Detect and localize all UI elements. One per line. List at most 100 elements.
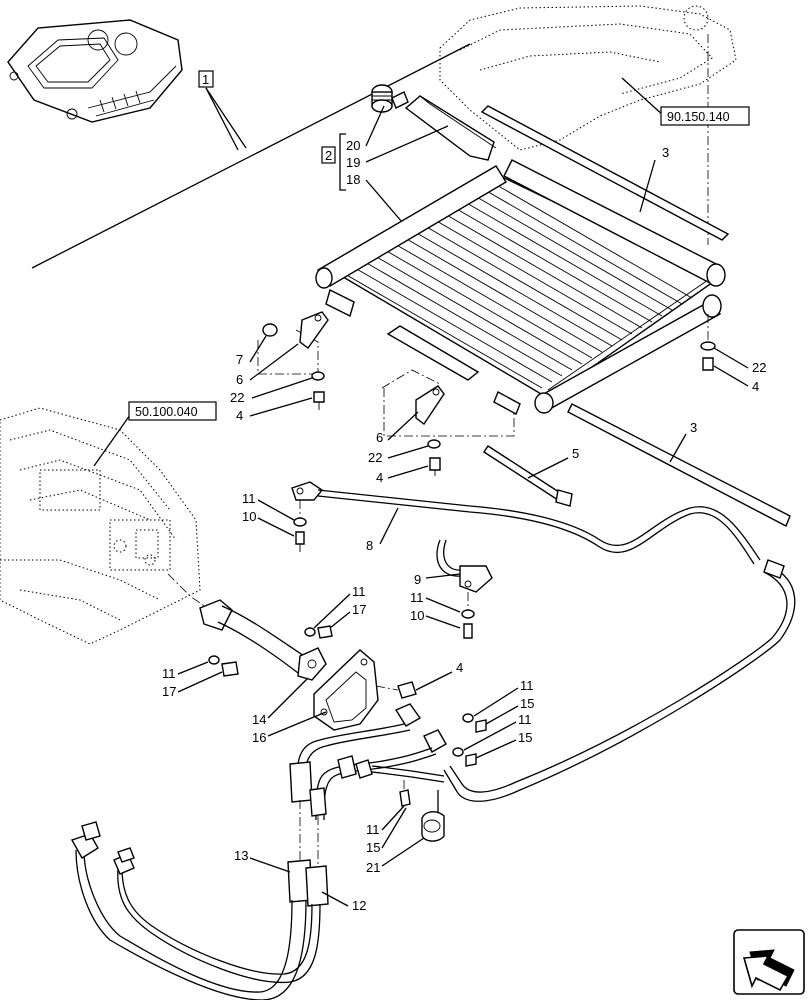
- ref-left: 50.100.040: [135, 405, 198, 419]
- leader-15b: [475, 739, 517, 759]
- callout-13: 13: [234, 848, 248, 863]
- left-bracket-group: [262, 311, 329, 410]
- hose-9: [436, 539, 493, 593]
- washer-bolt-17b: [208, 655, 239, 677]
- leader-11g: [381, 805, 405, 831]
- callout-15a: 15: [520, 696, 534, 711]
- leader-6a: [249, 343, 299, 381]
- callout-11e: 11: [520, 678, 534, 693]
- section-separator: [31, 43, 471, 269]
- dryer-cartridge: [404, 95, 497, 161]
- leader-11c: [313, 593, 351, 629]
- leader-11a: [257, 499, 295, 521]
- callout-11f: 11: [518, 712, 532, 727]
- leader-22a: [251, 377, 313, 399]
- right-washer-bolt: [700, 341, 716, 371]
- leader-4a: [249, 397, 313, 417]
- leader-22c: [387, 445, 429, 459]
- callout-21: 21: [366, 860, 380, 875]
- callout-4d: 4: [456, 660, 463, 675]
- callout-11c: 11: [352, 584, 366, 599]
- callout-3b: 3: [690, 420, 697, 435]
- hvac-box-outline: [0, 407, 201, 645]
- condenser-fins: [337, 179, 693, 389]
- dash-4d: [375, 685, 399, 691]
- callout-17b: 17: [162, 684, 176, 699]
- leader-90: [621, 77, 665, 117]
- nut-11-15: [399, 789, 411, 807]
- leader-16: [267, 711, 327, 737]
- leader-11e: [473, 687, 519, 717]
- bolt-4d: [397, 681, 417, 699]
- cab-floor-outline: [439, 5, 737, 151]
- arrow-icon[interactable]: [733, 929, 805, 995]
- leader-3a: [639, 159, 656, 213]
- callout-3a: 3: [662, 145, 669, 160]
- callout-22c: 22: [368, 450, 382, 465]
- leader-15c: [381, 807, 407, 849]
- center-bracket-group: [415, 385, 445, 476]
- leader-5: [527, 457, 569, 479]
- callout-14: 14: [252, 712, 266, 727]
- leader-18: [365, 179, 403, 223]
- valve-pipe-14: [199, 599, 327, 681]
- leader-11f: [463, 721, 517, 751]
- callout-9: 9: [414, 572, 421, 587]
- flange-plate-16: [313, 649, 379, 731]
- leader-50: [93, 414, 131, 467]
- callout-15b: 15: [518, 730, 532, 745]
- callout-8: 8: [366, 538, 373, 553]
- leader-7: [249, 335, 267, 363]
- leader-22b: [713, 347, 749, 369]
- dryer-plug: [371, 84, 409, 113]
- callout-4b: 4: [752, 379, 759, 394]
- callout-1: 1: [202, 72, 209, 87]
- ref-box-top: [660, 106, 750, 126]
- leader-13: [249, 857, 291, 873]
- pipe-lines-lower: [289, 703, 447, 821]
- washer-bolt-9: [461, 609, 475, 639]
- leader-9: [425, 573, 461, 579]
- callout-10a: 10: [242, 509, 256, 524]
- long-bolt: [483, 445, 573, 507]
- leader-3b: [669, 433, 687, 463]
- ref-top: 90.150.140: [667, 110, 730, 124]
- mount-dash-center: [381, 369, 441, 389]
- callout-box-1: [198, 70, 214, 88]
- callout-19: 19: [346, 155, 360, 170]
- leader-4b: [713, 365, 749, 387]
- callout-12: 12: [352, 898, 366, 913]
- leader-6b: [387, 411, 419, 441]
- leader-14: [267, 677, 309, 719]
- leader-1a: [205, 87, 247, 149]
- callout-16: 16: [252, 730, 266, 745]
- clamp-21: [421, 811, 445, 842]
- pipe-loop: [443, 559, 796, 802]
- mount-dash-center2: [383, 388, 515, 437]
- leader-10a: [257, 517, 295, 537]
- cab-roof-thumbnail: [7, 19, 183, 123]
- hose-12-13: [70, 821, 329, 1000]
- washer-nut-15a: [462, 713, 487, 733]
- leader-21: [381, 837, 425, 867]
- callout-11g: 11: [366, 822, 380, 837]
- leader-4d: [415, 671, 453, 691]
- leader-11b: [425, 597, 461, 613]
- callout-6b: 6: [376, 430, 383, 445]
- leader-4c: [387, 465, 429, 479]
- washer-bolt-left: [293, 517, 307, 552]
- seal-strip-top: [480, 105, 730, 241]
- leader-17a: [329, 611, 351, 629]
- callout-4c: 4: [376, 470, 383, 485]
- leader-19: [365, 125, 449, 163]
- callout-5: 5: [572, 446, 579, 461]
- callout-15c: 15: [366, 840, 380, 855]
- leader-8: [379, 507, 399, 545]
- leader-12: [321, 891, 349, 907]
- leader-20: [365, 105, 385, 147]
- callout-11a: 11: [242, 491, 256, 506]
- callout-11d: 11: [162, 666, 176, 681]
- callout-18: 18: [346, 172, 360, 187]
- callout-box-2: [321, 146, 336, 164]
